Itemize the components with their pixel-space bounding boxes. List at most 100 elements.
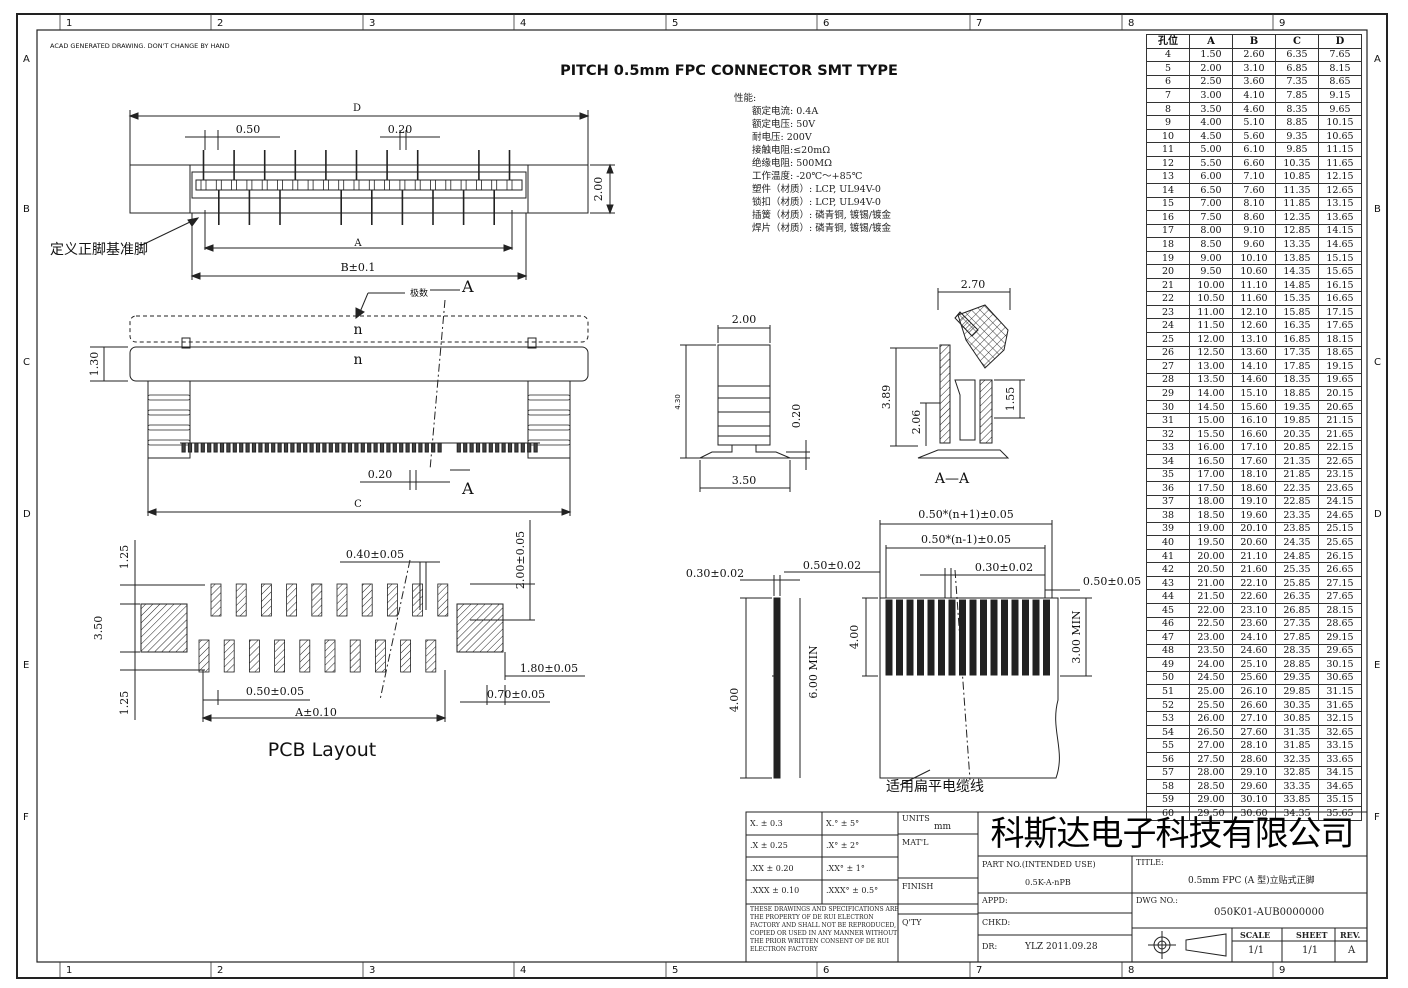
table-cell: 34.15 [1318, 765, 1362, 781]
front-view [90, 289, 589, 516]
table-cell: 51 [1146, 684, 1190, 699]
table-cell: 6.85 [1275, 61, 1319, 76]
spec-line: 插簧（材质）: 磷青铜, 镀锡/镀金 [752, 210, 891, 221]
table-cell: 30.10 [1232, 792, 1276, 808]
quantity-label: Q'TY [902, 918, 922, 927]
table-cell: 11.50 [1189, 318, 1233, 334]
table-cell: 2.00 [1189, 61, 1233, 76]
table-cell: 13.85 [1275, 250, 1319, 266]
pcb-pad-rows [198, 583, 449, 673]
table-cell: 16.60 [1232, 426, 1276, 442]
table-cell: 21.00 [1189, 575, 1233, 591]
table-cell: 41 [1146, 548, 1190, 564]
table-cell: 28.65 [1318, 616, 1362, 632]
table-cell: 20 [1146, 264, 1190, 279]
table-cell: 25 [1146, 332, 1190, 347]
table-cell: 19 [1146, 250, 1190, 266]
drawing-title: PITCH 0.5mm FPC CONNECTOR SMT TYPE [560, 63, 898, 79]
table-cell: 2.60 [1232, 47, 1276, 63]
table-cell: 20.65 [1318, 399, 1362, 415]
table-cell: 28.10 [1232, 738, 1276, 753]
zone-number: 9 [1279, 965, 1285, 976]
table-cell: 21.35 [1275, 453, 1319, 469]
table-cell: 11.65 [1318, 155, 1362, 171]
table-cell: 11 [1146, 142, 1190, 157]
section-dim-155: 1.55 [1004, 387, 1017, 412]
table-cell: 17.60 [1232, 453, 1276, 469]
table-cell: 11.10 [1232, 277, 1276, 293]
tol-cell: .XXX° ± 0.5° [826, 886, 879, 895]
spec-heading: 性能: [734, 93, 757, 104]
zone-letter: A [23, 54, 30, 65]
fpc-cable [740, 520, 1092, 786]
table-cell: 56 [1146, 752, 1190, 767]
table-cell: 14.50 [1189, 399, 1233, 415]
table-cell: 10.10 [1232, 250, 1276, 266]
side-view [680, 325, 810, 492]
table-cell: 17.10 [1232, 440, 1276, 455]
table-cell: 31.65 [1318, 697, 1362, 713]
table-cell: 8.35 [1275, 101, 1319, 117]
table-cell: 21.60 [1232, 562, 1276, 577]
table-cell: 4.10 [1232, 88, 1276, 103]
dim-height-label: 2.00 [592, 177, 605, 202]
table-cell: 15.10 [1232, 386, 1276, 401]
table-cell: 35 [1146, 467, 1190, 483]
table-cell: 30.35 [1275, 697, 1319, 713]
zone-letter: D [23, 509, 31, 520]
table-cell: 29.50 [1189, 806, 1233, 821]
table-cell: 24.35 [1275, 535, 1319, 550]
table-cell: 3.00 [1189, 88, 1233, 103]
zone-number: 5 [672, 965, 678, 976]
top-pin-row [200, 150, 513, 225]
zone-letter: E [1374, 660, 1380, 671]
table-cell: 16.10 [1232, 413, 1276, 428]
table-cell: 30.85 [1275, 711, 1319, 726]
table-cell: 11.00 [1189, 304, 1233, 320]
table-cell: 6.00 [1189, 169, 1233, 184]
table-cell: 32.35 [1275, 752, 1319, 767]
table-cell: 10 [1146, 128, 1190, 144]
table-cell: 35.65 [1318, 806, 1362, 821]
table-cell: 16.00 [1189, 440, 1233, 455]
table-cell: 12.10 [1232, 304, 1276, 320]
table-cell: 53 [1146, 711, 1190, 726]
table-cell: 10.00 [1189, 277, 1233, 293]
dim-130-label: 1.30 [88, 352, 101, 377]
table-cell: 11.60 [1232, 291, 1276, 306]
notice-line: THE PROPERTY OF DE RUI ELECTRON [750, 914, 874, 921]
zone-number: 6 [823, 18, 829, 29]
tol-cell: .X° ± 2° [826, 841, 860, 850]
table-cell: 37 [1146, 494, 1190, 510]
table-cell: 24.50 [1189, 670, 1233, 686]
table-cell: 15.35 [1275, 291, 1319, 306]
table-cell: 12.00 [1189, 332, 1233, 347]
table-cell: 18.15 [1318, 332, 1362, 347]
table-cell: 10.50 [1189, 291, 1233, 306]
table-cell: 26.00 [1189, 711, 1233, 726]
table-cell: 25.60 [1232, 670, 1276, 686]
drawing-number-value: 050K01-AUB0000000 [1214, 907, 1325, 918]
table-cell: 43 [1146, 575, 1190, 591]
section-dim-389: 3.89 [880, 385, 893, 410]
table-cell: 18.60 [1232, 481, 1276, 496]
table-cell: 15.00 [1189, 413, 1233, 428]
table-cell: 9.50 [1189, 264, 1233, 279]
